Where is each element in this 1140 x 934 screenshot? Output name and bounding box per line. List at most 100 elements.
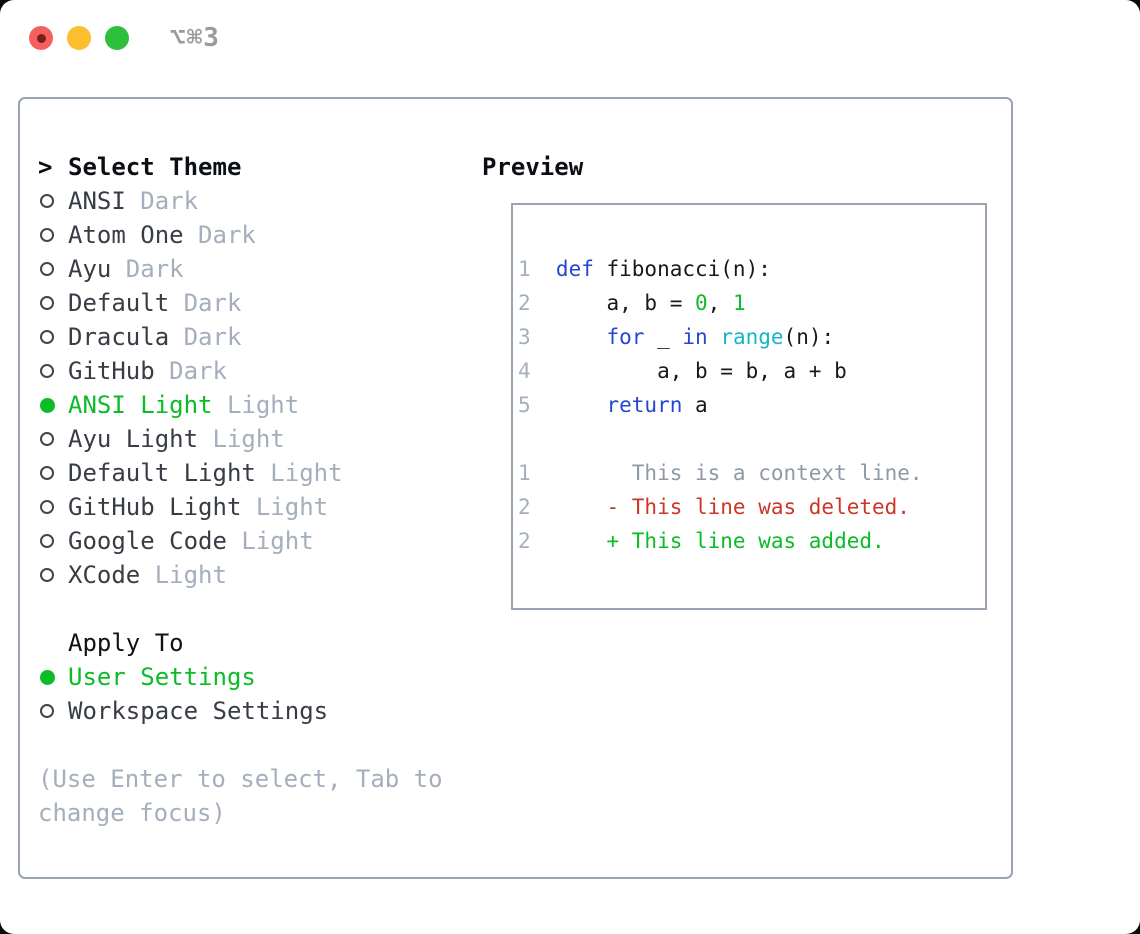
- theme-option-github-light[interactable]: GitHub Light Light: [38, 490, 488, 524]
- code-token: [556, 388, 607, 422]
- preview-box: 1 def fibonacci(n): 2 a, b = 0, 1 3 for _ i…: [511, 203, 987, 610]
- code-token: [556, 320, 607, 354]
- apply-to-title: Apply To: [68, 629, 184, 657]
- theme-option-ayu-light[interactable]: Ayu Light Light: [38, 422, 488, 456]
- theme-option-ansi-light[interactable]: ANSI Light Light: [38, 388, 488, 422]
- apply-option-workspace-settings[interactable]: Workspace Settings: [38, 694, 488, 728]
- theme-option-dracula[interactable]: Dracula Dark: [38, 320, 488, 354]
- code-token: a: [682, 393, 708, 417]
- theme-option-label: GitHub: [68, 357, 155, 385]
- apply-option-label: User Settings: [68, 663, 256, 691]
- line-number: 5: [518, 393, 531, 417]
- theme-option-label: Google Code: [68, 527, 227, 555]
- code-token: for: [606, 325, 645, 349]
- line-number: 1: [518, 257, 531, 281]
- line-number: [518, 422, 556, 456]
- minimize-button[interactable]: [67, 26, 91, 50]
- code-token: range: [720, 325, 784, 349]
- code-token: def: [555, 257, 594, 281]
- theme-variant-label: Light: [198, 425, 285, 453]
- theme-variant-label: Dark: [169, 289, 242, 317]
- code-token: _: [644, 325, 683, 349]
- theme-option-google-code[interactable]: Google Code Light: [38, 524, 488, 558]
- theme-option-ayu[interactable]: Ayu Dark: [38, 252, 488, 286]
- radio-icon: [40, 500, 54, 514]
- theme-variant-label: Light: [226, 527, 314, 555]
- radio-icon: [40, 228, 54, 242]
- line-number: 2: [518, 529, 531, 553]
- code-token: - This line was deleted.: [555, 495, 910, 519]
- window-title: ⌥⌘3: [170, 23, 220, 53]
- select-theme-title: Select Theme: [68, 153, 242, 181]
- code-line: 5 return a: [518, 388, 985, 422]
- code-token: [708, 320, 721, 354]
- theme-option-default-light[interactable]: Default Light Light: [38, 456, 488, 490]
- close-dot-icon: [36, 33, 46, 43]
- radio-icon: [40, 432, 54, 446]
- radio-icon: [40, 296, 54, 310]
- code-token: 1: [732, 291, 746, 315]
- code-token: a, b =: [555, 291, 695, 315]
- titlebar: ⌥⌘3: [0, 0, 1140, 76]
- code-line: 1 This is a context line.: [518, 456, 985, 490]
- theme-option-label: ANSI Light: [68, 391, 213, 419]
- line-number: 1: [518, 461, 531, 485]
- theme-option-github[interactable]: GitHub Dark: [38, 354, 488, 388]
- theme-variant-label: Dark: [169, 323, 242, 351]
- code-token: return: [606, 393, 683, 417]
- code-line: [518, 422, 985, 456]
- code-token: + This line was added.: [555, 529, 885, 553]
- line-number: 4: [518, 359, 531, 383]
- theme-option-label: Atom One: [68, 221, 184, 249]
- radio-icon: [40, 466, 54, 480]
- theme-option-label: Default Light: [68, 459, 256, 487]
- theme-variant-label: Light: [255, 459, 343, 487]
- code-token: fibonacci(n):: [593, 257, 771, 281]
- code-line: 2 + This line was added.: [518, 524, 985, 558]
- theme-option-default[interactable]: Default Dark: [38, 286, 488, 320]
- theme-variant-label: Dark: [154, 357, 227, 385]
- theme-variant-label: Dark: [125, 187, 199, 215]
- apply-option-user-settings[interactable]: User Settings: [38, 660, 488, 694]
- theme-variant-label: Dark: [111, 255, 184, 283]
- radio-selected-icon: [40, 669, 55, 685]
- line-number: 2: [518, 495, 531, 519]
- code-line: 1 def fibonacci(n):: [518, 252, 985, 286]
- theme-option-atom-one[interactable]: Atom One Dark: [38, 218, 488, 252]
- radio-icon: [40, 568, 54, 582]
- code-token: in: [682, 325, 708, 349]
- code-line: 2 - This line was deleted.: [518, 490, 985, 524]
- theme-option-label: Default: [68, 289, 170, 317]
- code-line: 4 a, b = b, a + b: [518, 354, 985, 388]
- cursor-arrow-icon: >: [38, 153, 53, 181]
- close-button[interactable]: [29, 26, 53, 50]
- theme-option-label: ANSI: [68, 187, 126, 215]
- code-token: 0: [695, 291, 708, 315]
- code-token: This is a context line.: [555, 461, 923, 485]
- line-number: 2: [518, 291, 531, 315]
- theme-option-xcode[interactable]: XCode Light: [38, 558, 488, 592]
- theme-variant-label: Light: [212, 391, 300, 419]
- theme-variant-label: Light: [140, 561, 227, 589]
- theme-option-ansi[interactable]: ANSI Dark: [38, 184, 488, 218]
- code-line: 3 for _ in range(n):: [518, 320, 985, 354]
- apply-option-label: Workspace Settings: [68, 697, 329, 725]
- code-preview: 1 def fibonacci(n): 2 a, b = 0, 1 3 for _ i…: [513, 205, 985, 558]
- theme-variant-label: Dark: [183, 221, 256, 249]
- hint-text: (Use Enter to select, Tab to change focu…: [38, 765, 443, 827]
- radio-icon: [40, 704, 54, 718]
- spacer: [38, 728, 488, 762]
- theme-option-label: Dracula: [68, 323, 170, 351]
- radio-icon: [40, 262, 54, 276]
- line-number: 3: [518, 325, 531, 349]
- preview-title: Preview: [482, 153, 584, 181]
- zoom-button[interactable]: [105, 26, 129, 50]
- theme-option-label: Ayu Light: [68, 425, 199, 453]
- apply-to-header: Apply To: [38, 626, 488, 660]
- code-token: ,: [707, 291, 733, 315]
- radio-icon: [40, 364, 54, 378]
